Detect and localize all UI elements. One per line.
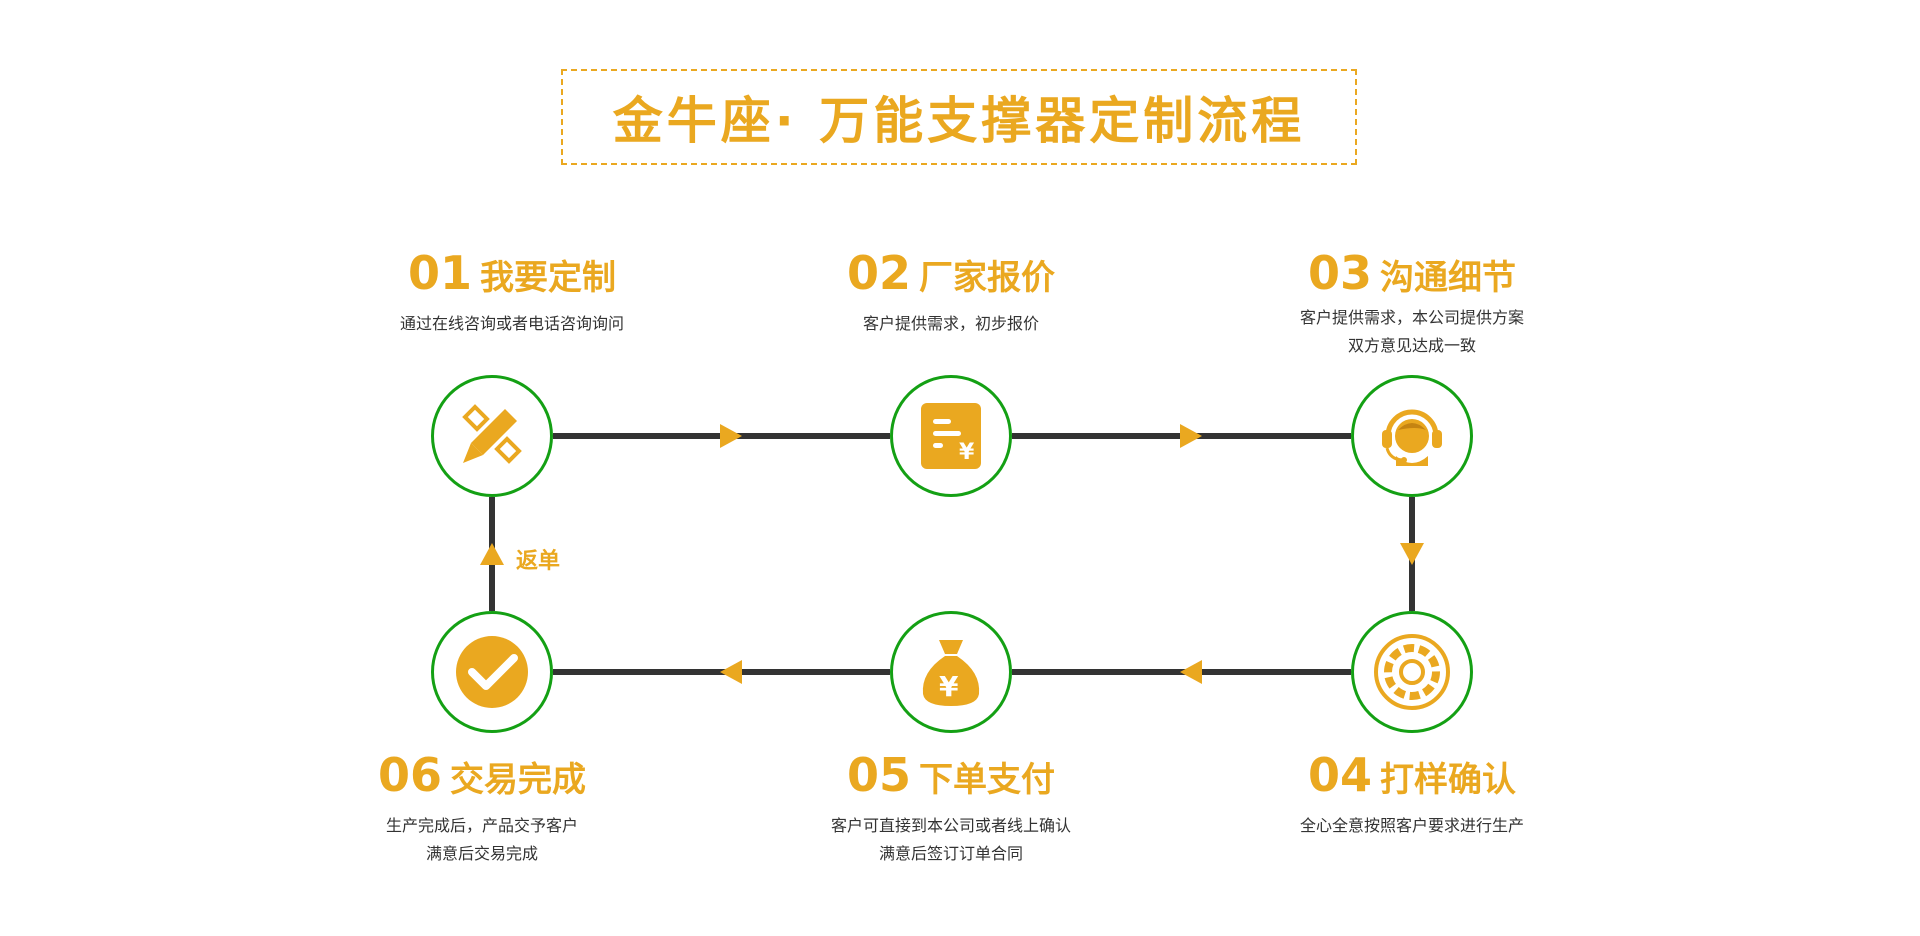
step-description: 满意后签订订单合同 xyxy=(878,844,1023,863)
money-bag-icon: ¥ xyxy=(922,640,980,706)
svg-text:¥: ¥ xyxy=(959,440,975,465)
step-1-circle xyxy=(431,375,553,497)
step-5-circle: ¥ xyxy=(890,611,1012,733)
arrow-down-icon xyxy=(1400,543,1424,565)
page-title: 金牛座· 万能支撑器定制流程 xyxy=(612,92,1306,150)
step-number: 03 xyxy=(1307,246,1372,300)
step-description: 通过在线咨询或者电话咨询询问 xyxy=(399,314,624,333)
arrow-left-icon xyxy=(720,660,742,684)
step-title: 我要定制 xyxy=(480,258,616,298)
step-4-circle xyxy=(1351,611,1473,733)
step-6-circle xyxy=(431,611,553,733)
step-number: 06 xyxy=(377,748,442,802)
step-title: 打样确认 xyxy=(1380,760,1516,800)
customer-service-icon xyxy=(1382,409,1442,466)
title-box: 金牛座· 万能支撑器定制流程 xyxy=(561,69,1357,165)
arrow-left-icon xyxy=(1180,660,1202,684)
arrow-right-icon xyxy=(720,424,742,448)
step-title: 下单支付 xyxy=(919,760,1055,800)
step-number: 05 xyxy=(846,748,911,802)
pencil-ruler-icon xyxy=(462,404,522,464)
step-description: 全心全意按照客户要求进行生产 xyxy=(1299,816,1524,835)
svg-text:¥: ¥ xyxy=(939,670,959,703)
step-title: 沟通细节 xyxy=(1380,258,1516,298)
checkmark-icon xyxy=(456,636,528,708)
return-order-label: 返单 xyxy=(516,549,561,574)
step-description: 客户提供需求，初步报价 xyxy=(862,314,1039,333)
step-title: 厂家报价 xyxy=(919,258,1055,298)
arrow-right-icon xyxy=(1180,424,1202,448)
step-description: 生产完成后，产品交予客户 xyxy=(385,816,578,835)
step-description: 客户可直接到本公司或者线上确认 xyxy=(830,816,1071,835)
step-number: 02 xyxy=(846,246,911,300)
arrow-up-icon xyxy=(480,543,504,565)
step-description: 满意后交易完成 xyxy=(425,844,538,863)
step-2-circle: ¥ xyxy=(890,375,1012,497)
step-description: 双方意见达成一致 xyxy=(1347,336,1476,355)
step-number: 04 xyxy=(1307,748,1372,802)
step-title: 交易完成 xyxy=(450,760,586,800)
step-3-circle xyxy=(1351,375,1473,497)
invoice-yen-icon: ¥ xyxy=(921,403,981,469)
step-description: 客户提供需求，本公司提供方案 xyxy=(1299,308,1524,327)
gear-icon xyxy=(1374,634,1450,710)
step-number: 01 xyxy=(407,246,472,300)
